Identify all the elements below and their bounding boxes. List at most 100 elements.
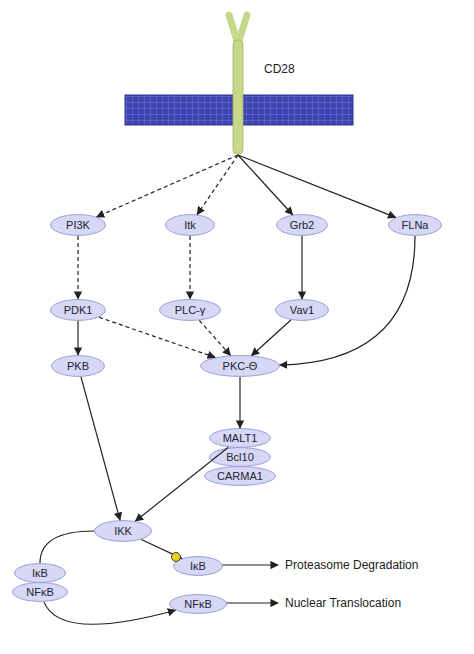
signal-arrow: [135, 447, 228, 521]
protein-node: Bcl10: [209, 447, 271, 467]
protein-name: CARMA1: [204, 466, 276, 486]
protein-ellipse: [204, 466, 276, 486]
protein-name: PKB: [51, 355, 105, 377]
signal-arrow: [77, 321, 78, 355]
protein-node: FLNa: [388, 214, 442, 236]
protein-name: Vav1: [275, 299, 329, 321]
indirect-signal-arrow: [99, 317, 215, 357]
indirect-signal-arrow: [197, 155, 238, 214]
protein-node: CARMA1: [204, 466, 276, 486]
translocation-arrow: [222, 602, 278, 603]
protein-name: PKC-Θ: [200, 355, 280, 377]
protein-outline: [201, 356, 280, 377]
signal-arrow: [280, 236, 415, 365]
protein-name: Itk: [165, 214, 215, 236]
protein-ellipse: [169, 594, 227, 614]
receptor-stem: [233, 40, 243, 154]
protein-outline: [13, 583, 68, 602]
phosphate-symbol: [172, 553, 181, 562]
indirect-signal-arrow: [97, 155, 238, 217]
protein-ellipse: [275, 299, 329, 321]
receptor-node: CD28: [226, 12, 250, 155]
protein-name: Bcl10: [209, 447, 271, 467]
protein-name: IκB: [173, 556, 223, 576]
signal-arrow: [40, 531, 94, 563]
signal-arrow: [238, 155, 396, 217]
protein-outline: [389, 215, 442, 236]
protein-ellipse: [165, 214, 215, 236]
protein-node: IKK: [94, 520, 152, 542]
protein-ellipse: [50, 214, 106, 236]
protein-outline: [277, 215, 328, 236]
protein-ellipse: [388, 214, 442, 236]
protein-node: IκB: [14, 563, 66, 583]
protein-outline: [276, 300, 329, 321]
cell-membrane: [125, 95, 353, 125]
protein-node: Grb2: [276, 214, 328, 236]
protein-outline: [170, 595, 227, 614]
receptor-arms: [229, 15, 247, 44]
protein-ellipse: [14, 563, 66, 583]
indirect-signal-arrow: [199, 320, 230, 355]
signal-arrow: [301, 236, 302, 299]
protein-ellipse: [50, 299, 106, 321]
protein-name: NFκB: [169, 594, 227, 614]
protein-outline: [160, 300, 221, 321]
signal-arrow: [44, 602, 175, 624]
protein-ellipse: [276, 214, 328, 236]
receptor-name: CD28: [264, 62, 295, 76]
indirect-signal-arrow: [189, 236, 190, 299]
protein-ellipse: [173, 556, 223, 576]
protein-node: Itk: [165, 214, 215, 236]
protein-name: PI3K: [50, 214, 106, 236]
protein-outline: [15, 564, 66, 583]
protein-ellipse: [200, 355, 280, 377]
protein-name: MALT1: [209, 428, 271, 448]
signal-arrow: [81, 377, 120, 520]
protein-node: NFκB: [12, 582, 68, 602]
protein-outline: [166, 215, 215, 236]
protein-node: PLC-γ: [159, 299, 221, 321]
protein-node: PKB: [51, 355, 105, 377]
protein-name: IKK: [94, 520, 152, 542]
protein-name: Grb2: [276, 214, 328, 236]
protein-outline: [210, 448, 271, 467]
signal-arrow: [238, 155, 293, 215]
protein-ellipse: [94, 520, 152, 542]
degradation-arrow: [222, 564, 278, 565]
indirect-signal-arrow: [77, 236, 78, 299]
protein-ellipse: [209, 447, 271, 467]
protein-node: PKC-Θ: [200, 355, 280, 377]
protein-name: FLNa: [388, 214, 442, 236]
protein-ellipse: [12, 582, 68, 602]
protein-outline: [51, 215, 106, 236]
signal-arrow: [239, 377, 240, 428]
protein-outline: [52, 356, 105, 377]
outcome-label: Proteasome Degradation: [285, 558, 418, 572]
protein-outline: [174, 557, 223, 576]
protein-name: PDK1: [50, 299, 106, 321]
protein-outline: [51, 300, 106, 321]
protein-ellipse: [159, 299, 221, 321]
protein-ellipse: [51, 355, 105, 377]
signal-arrow: [252, 320, 291, 355]
protein-node: Vav1: [275, 299, 329, 321]
protein-node: MALT1: [209, 428, 271, 448]
protein-node: IκB: [173, 556, 223, 576]
protein-node: PI3K: [50, 214, 106, 236]
outcome-label: Nuclear Translocation: [285, 596, 401, 610]
protein-ellipse: [209, 428, 271, 448]
protein-node: NFκB: [169, 594, 227, 614]
signal-arrow: [141, 540, 181, 559]
protein-outline: [95, 521, 152, 542]
protein-node: PDK1: [50, 299, 106, 321]
protein-name: IκB: [14, 563, 66, 583]
protein-name: PLC-γ: [159, 299, 221, 321]
protein-outline: [210, 429, 271, 448]
protein-outline: [205, 467, 276, 486]
